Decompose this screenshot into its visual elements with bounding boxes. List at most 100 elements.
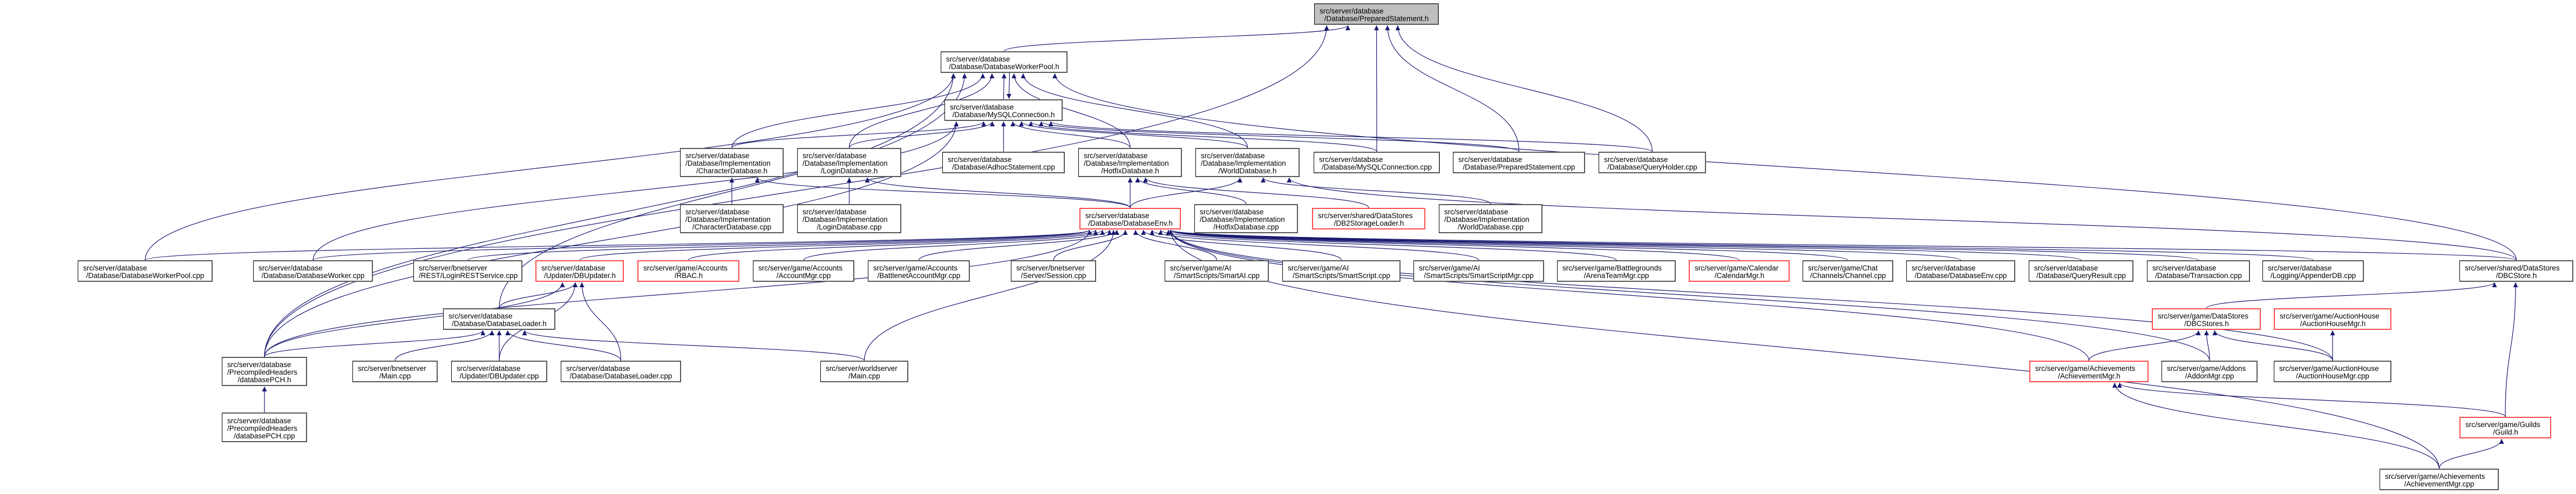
edge-workerpool-h-to-prepared-h [1003, 25, 1350, 52]
node-label-line: src/server/database [803, 152, 867, 160]
file-node-dbenv-cpp[interactable]: src/server/database/Database/DatabaseEnv… [1906, 260, 2015, 282]
edge-transaction-cpp-to-dbenv-h [1168, 229, 2199, 261]
file-node-dbenv-h[interactable]: src/server/database/Database/DatabaseEnv… [1079, 208, 1181, 229]
file-node-pch-h[interactable]: src/server/database/PrecompiledHeaders/d… [222, 357, 307, 386]
file-node-mysqlconn-cpp[interactable]: src/server/database/Database/MySQLConnec… [1314, 152, 1440, 173]
file-node-appenderdb-cpp[interactable]: src/server/database/Logging/AppenderDB.c… [2262, 260, 2364, 282]
node-label-line: /Server/Session.cpp [1021, 272, 1086, 280]
file-node-channel-cpp[interactable]: src/server/game/Chat/Channels/Channel.cp… [1803, 260, 1893, 282]
file-node-arenateammgr-cpp[interactable]: src/server/game/Battlegrounds/ArenaTeamM… [1557, 260, 1676, 282]
file-node-auctionhousemgr-cpp[interactable]: src/server/game/AuctionHouse/AuctionHous… [2274, 361, 2391, 382]
file-node-workerpool-cpp[interactable]: src/server/database/Database/DatabaseWor… [78, 260, 213, 282]
node-label-line: src/server/database [948, 155, 1012, 164]
edge-pch-h-to-dbenv-h [264, 229, 1092, 357]
edge-dbenv-cpp-to-dbenv-h [1168, 229, 1961, 261]
file-node-smartai-cpp[interactable]: src/server/game/AI/SmartScripts/SmartAI.… [1165, 260, 1269, 282]
file-node-worlddb-cpp[interactable]: src/server/database/Database/Implementat… [1439, 204, 1542, 233]
file-node-auctionhousemgr-h[interactable]: src/server/game/AuctionHouse/AuctionHous… [2274, 308, 2391, 330]
edge-dbloader-cpp-to-dbloader-h [505, 330, 622, 361]
edge-worlddb-cpp-to-worlddb-h [1261, 177, 1491, 205]
file-node-session-cpp[interactable]: src/server/bnetserver/Server/Session.cpp [1011, 260, 1096, 282]
file-node-logindb-h[interactable]: src/server/database/Database/Implementat… [797, 148, 901, 177]
file-node-addonmgr-cpp[interactable]: src/server/game/Addons/AddonMgr.cpp [2162, 361, 2258, 382]
node-label-line: src/server/database [457, 364, 521, 373]
node-label-line: /Database/Implementation [803, 215, 888, 224]
file-node-achievementmgr-cpp[interactable]: src/server/game/Achievements/Achievement… [2380, 469, 2499, 490]
node-label-line: /databasePCH.h [237, 376, 291, 384]
file-node-worlddb-h[interactable]: src/server/database/Database/Implementat… [1195, 148, 1300, 177]
edge-dbcstores-h-to-dbcstore-h [2206, 282, 2497, 309]
file-node-prepared-cpp[interactable]: src/server/database/Database/PreparedSta… [1453, 152, 1585, 173]
file-node-smartscript-cpp[interactable]: src/server/game/AI/SmartScripts/SmartScr… [1282, 260, 1401, 282]
node-label-line: src/server/database [1085, 212, 1150, 220]
file-node-dbcstores-h[interactable]: src/server/game/DataStores/DBCStores.h [2152, 308, 2261, 330]
file-node-queryresult-cpp[interactable]: src/server/database/Database/QueryResult… [2029, 260, 2133, 282]
node-label-line: src/server/game/Achievements [2035, 364, 2136, 373]
file-node-logindb-cpp[interactable]: src/server/database/Database/Implementat… [797, 204, 901, 233]
file-node-adhoc-cpp[interactable]: src/server/database/Database/AdhocStatem… [942, 152, 1065, 173]
node-label-line: /Database/Implementation [1201, 159, 1286, 167]
file-node-dbupdater-h[interactable]: src/server/database/Updater/DBUpdater.h [535, 260, 624, 282]
file-node-prepared-h[interactable]: src/server/database/Database/PreparedSta… [1314, 3, 1439, 25]
edge-dbenv-h-to-chardb-h [755, 177, 1131, 208]
node-label-line: src/server/database [1458, 155, 1523, 164]
file-node-dbloader-cpp[interactable]: src/server/database/Database/DatabaseLoa… [561, 361, 681, 382]
node-label-line: src/server/bnetserver [358, 364, 426, 373]
node-label-line: src/server/database [1444, 208, 1508, 216]
node-label-line: /SmartScripts/SmartScript.cpp [1293, 272, 1390, 280]
file-node-loginrest-cpp[interactable]: src/server/bnetserver/REST/LoginRESTServ… [413, 260, 522, 282]
node-label-line: /DBCStore.h [2496, 272, 2537, 280]
file-node-workerpool-h[interactable]: src/server/database/Database/DatabaseWor… [941, 51, 1068, 73]
file-node-pch-cpp[interactable]: src/server/database/PrecompiledHeaders/d… [222, 412, 307, 442]
edge-bnet-main-cpp-to-dbloader-h [395, 330, 495, 361]
edge-addonmgr-cpp-to-dbcstores-h [2204, 330, 2210, 361]
node-label-line: /Database/MySQLConnection.h [952, 111, 1055, 119]
edge-world-main-cpp-to-dbenv-h [864, 229, 1116, 361]
file-node-db2storage-h[interactable]: src/server/shared/DataStores/DB2StorageL… [1312, 208, 1425, 229]
file-node-dbupdater-cpp[interactable]: src/server/database/Updater/DBUpdater.cp… [451, 361, 547, 382]
edge-appenderdb-cpp-to-dbenv-h [1168, 229, 2314, 261]
node-label-line: /HotfixDatabase.h [1101, 167, 1159, 175]
file-node-queryholder-cpp[interactable]: src/server/database/Database/QueryHolder… [1599, 152, 1706, 173]
file-node-dbcstore-h[interactable]: src/server/shared/DataStores/DBCStore.h [2459, 260, 2573, 282]
edge-guild-h-to-dbcstore-h [2505, 282, 2518, 417]
file-node-achievementmgr-h[interactable]: src/server/game/Achievements/Achievement… [2029, 361, 2149, 382]
file-node-worker-cpp[interactable]: src/server/database/Database/DatabaseWor… [253, 260, 373, 282]
node-label-line: src/server/game/Addons [2167, 364, 2246, 373]
node-label-line: /HotfixDatabase.cpp [1213, 223, 1279, 231]
node-label-line: /databasePCH.cpp [234, 431, 295, 440]
edge-worker-cpp-to-mysqlconn-h [312, 121, 959, 261]
file-node-dbloader-h[interactable]: src/server/database/Database/DatabaseLoa… [443, 308, 555, 330]
node-label-line: /CharacterDatabase.cpp [692, 223, 772, 231]
file-node-smartscriptmgr-cpp[interactable]: src/server/game/AI/SmartScripts/SmartScr… [1413, 260, 1544, 282]
file-node-mysqlconn-h[interactable]: src/server/database/Database/MySQLConnec… [944, 99, 1063, 121]
file-node-rbac-h[interactable]: src/server/game/Accounts/RBAC.h [637, 260, 739, 282]
node-label-line: src/server/game/DataStores [2158, 312, 2249, 320]
edge-calendarmgr-h-to-dbenv-h [1166, 229, 1740, 261]
file-node-bnet-main-cpp[interactable]: src/server/bnetserver/Main.cpp [352, 361, 438, 382]
node-label-line: src/server/database [946, 55, 1010, 63]
node-label-line: src/server/database [227, 416, 291, 425]
node-label-line: /Database/Implementation [1444, 215, 1530, 224]
file-node-bnetaccountmgr-cpp[interactable]: src/server/game/Accounts/BattlenetAccoun… [868, 260, 970, 282]
file-node-hotfixdb-h[interactable]: src/server/database/Database/Implementat… [1078, 148, 1182, 177]
file-node-calendarmgr-h[interactable]: src/server/game/Calendar/CalendarMgr.h [1689, 260, 1790, 282]
edge-prepared-cpp-to-prepared-h [1385, 25, 1520, 152]
file-node-transaction-cpp[interactable]: src/server/database/Database/Transaction… [2147, 260, 2250, 282]
edge-hotfixdb-h-to-mysqlconn-h [1010, 121, 1131, 148]
file-node-chardb-h[interactable]: src/server/database/Database/Implementat… [680, 148, 784, 177]
edge-smartscript-cpp-to-dbenv-h [1141, 229, 1342, 261]
file-node-chardb-cpp[interactable]: src/server/database/Database/Implementat… [680, 204, 784, 233]
file-node-guild-h[interactable]: src/server/game/Guilds/Guild.h [2459, 417, 2551, 438]
file-node-hotfixdb-cpp[interactable]: src/server/database/Database/Implementat… [1194, 204, 1298, 233]
edge-dbcstore-h-to-workerpool-h [1052, 73, 2517, 261]
edge-dbupdater-h-to-dbenv-h [579, 229, 1098, 261]
node-label-line: /Database/DatabaseEnv.h [1088, 219, 1173, 227]
node-label-line: /Database/DatabaseWorkerPool.cpp [86, 272, 205, 280]
file-node-world-main-cpp[interactable]: src/server/worldserver/Main.cpp [820, 361, 908, 382]
node-label-line: /Database/Implementation [1084, 159, 1169, 167]
file-node-accountmgr-cpp[interactable]: src/server/game/Accounts/AccountMgr.cpp [753, 260, 854, 282]
edge-logindb-h-to-mysqlconn-h [848, 121, 995, 148]
